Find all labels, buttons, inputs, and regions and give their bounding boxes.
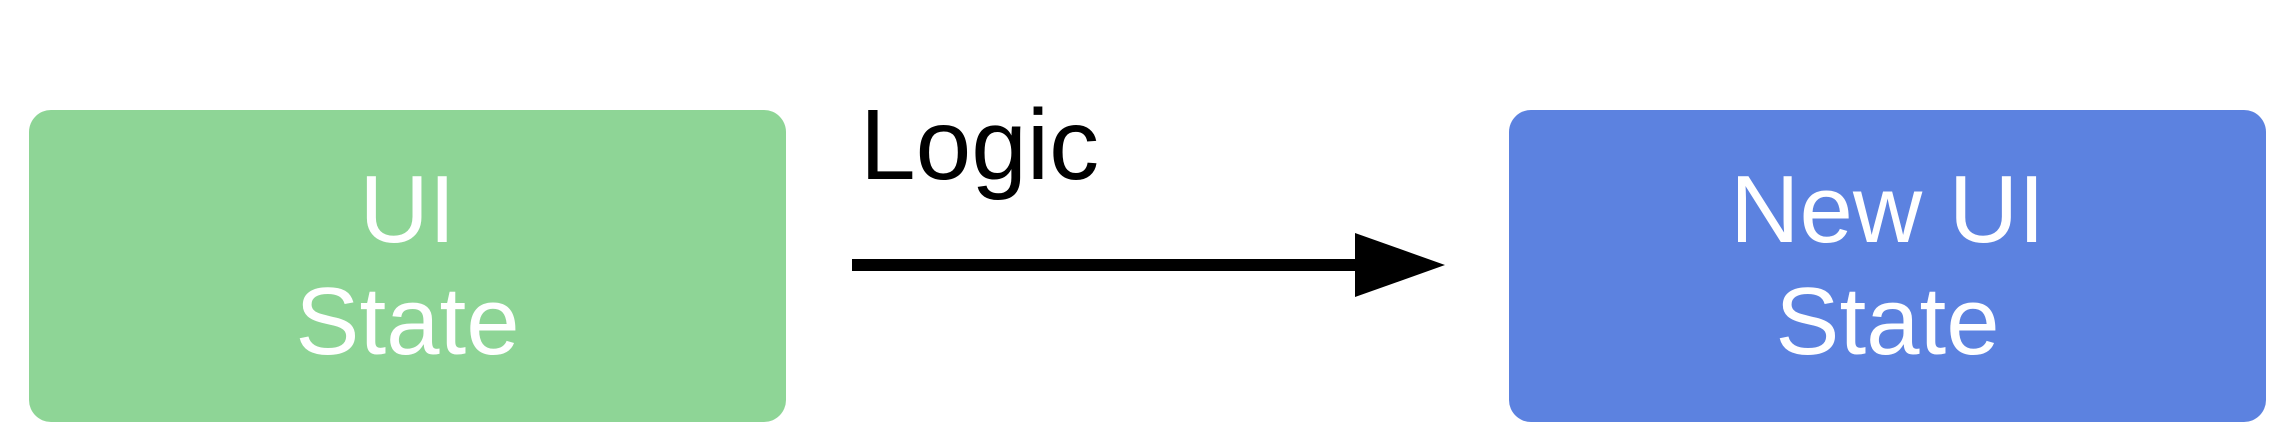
- ui-state-line2: State: [295, 268, 520, 375]
- new-ui-state-line1: New UI: [1730, 156, 2045, 263]
- logic-label: Logic: [860, 89, 1100, 201]
- arrow-head: [1355, 233, 1445, 297]
- logic-arrow: [852, 233, 1445, 297]
- new-ui-state-line2: State: [1775, 268, 2000, 375]
- ui-state-box: UI State: [29, 110, 786, 422]
- new-ui-state-box: New UI State: [1509, 110, 2266, 422]
- ui-state-line1: UI: [359, 156, 456, 263]
